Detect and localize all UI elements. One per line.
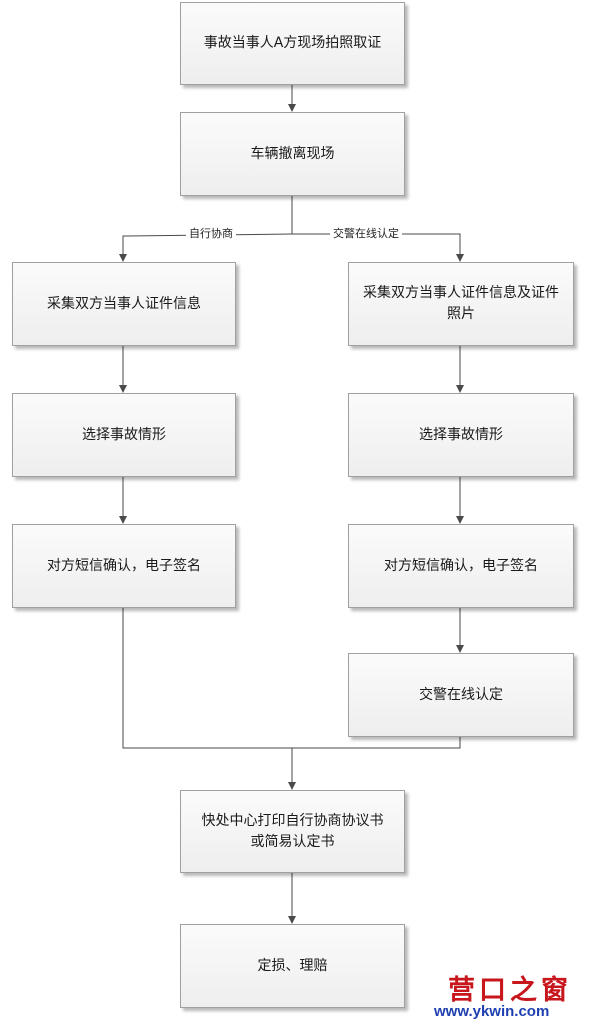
step-left-sms-confirm: 对方短信确认，电子签名 bbox=[12, 524, 236, 608]
step-left-select-accident: 选择事故情形 bbox=[12, 393, 236, 477]
step-left-collect-info-text: 采集双方当事人证件信息 bbox=[47, 295, 201, 312]
site-watermark: 营口之窗 www.ykwin.com bbox=[428, 968, 588, 1028]
step-print-agreement-line2: 或简易认定书 bbox=[250, 833, 335, 850]
step-right-sms-confirm: 对方短信确认，电子签名 bbox=[348, 524, 574, 608]
step-left-sms-confirm-text: 对方短信确认，电子签名 bbox=[47, 557, 201, 574]
step-evacuate-scene-text: 车辆撤离现场 bbox=[250, 145, 335, 162]
watermark-title: 营口之窗 bbox=[448, 975, 572, 1006]
branch-label-police-online: 交警在线认定 bbox=[330, 227, 402, 241]
step-right-select-accident-text: 选择事故情形 bbox=[419, 426, 503, 443]
step-left-select-accident-text: 选择事故情形 bbox=[82, 426, 166, 443]
step-right-collect-info-text: 采集双方当事人证件信息及证件照片 bbox=[363, 285, 559, 322]
step-print-agreement-line1: 快处中心打印自行协商协议书 bbox=[201, 812, 384, 829]
step-evacuate-scene: 车辆撤离现场 bbox=[180, 112, 405, 196]
branch-label-self-negotiation: 自行协商 bbox=[186, 227, 236, 241]
step-photo-evidence: 事故当事人A方现场拍照取证 bbox=[180, 2, 405, 85]
watermark-url: www.ykwin.com bbox=[434, 1003, 550, 1020]
merge-left-line bbox=[122, 608, 292, 749]
step-right-sms-confirm-text: 对方短信确认，电子签名 bbox=[384, 557, 538, 574]
step-police-online-confirm: 交警在线认定 bbox=[348, 653, 574, 737]
step-print-agreement: 快处中心打印自行协商协议书 或简易认定书 bbox=[180, 790, 405, 873]
merge-right-line bbox=[292, 737, 461, 749]
step-photo-evidence-text: 事故当事人A方现场拍照取证 bbox=[203, 35, 382, 51]
step-right-collect-info: 采集双方当事人证件信息及证件照片 bbox=[348, 262, 574, 346]
step-right-select-accident: 选择事故情形 bbox=[348, 393, 574, 477]
step-police-online-confirm-text: 交警在线认定 bbox=[419, 686, 503, 703]
step-left-collect-info: 采集双方当事人证件信息 bbox=[12, 262, 236, 346]
step-loss-assessment: 定损、理赔 bbox=[180, 924, 405, 1008]
step-loss-assessment-text: 定损、理赔 bbox=[257, 957, 328, 974]
